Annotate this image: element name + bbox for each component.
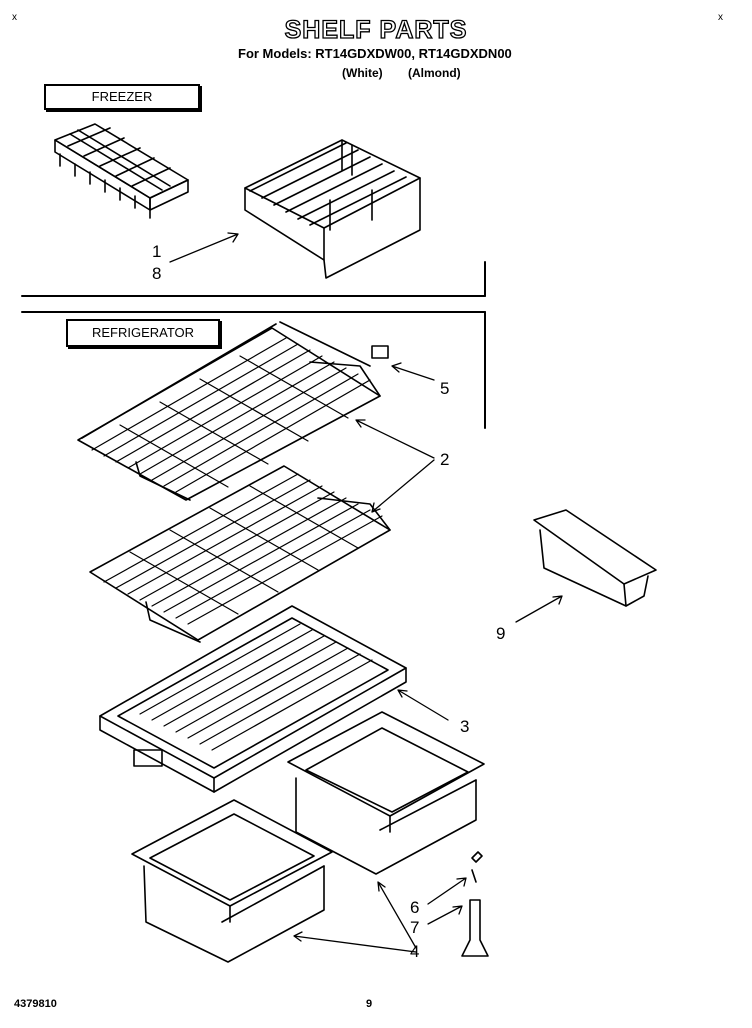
callout-2: 2 [440, 450, 450, 469]
corner-mark-right: x [718, 12, 723, 23]
callout-8: 8 [152, 264, 162, 283]
wire-shelf-lower [89, 465, 391, 643]
part-number: 4379810 [14, 998, 57, 1010]
callout-4: 4 [410, 942, 420, 961]
ice-cube-tray [54, 123, 189, 219]
freezer-label: FREEZER [44, 84, 200, 110]
freezer-wire-shelf [244, 139, 421, 279]
page-title: SHELF PARTS [284, 15, 468, 44]
callout-7: 7 [410, 918, 420, 937]
corner-mark-left: x [12, 12, 17, 23]
callout-6: 6 [410, 898, 420, 917]
shelf-support-parts [461, 851, 489, 957]
refrigerator-label: REFRIGERATOR [66, 319, 220, 347]
callout-3: 3 [460, 717, 470, 736]
callout-9: 9 [496, 624, 506, 643]
models-line: For Models: RT14GDXDW00, RT14GDXDN00 [238, 46, 512, 61]
shelf-stop [371, 345, 389, 359]
callout-5: 5 [440, 379, 450, 398]
crisper-drawer-right [287, 711, 485, 875]
page-number: 9 [366, 998, 373, 1010]
almond-label: (Almond) [408, 66, 461, 80]
freezer-section-frame [21, 261, 486, 297]
crisper-cover-shelf [99, 605, 407, 793]
door-bin [533, 509, 657, 607]
wire-shelf-upper [77, 321, 381, 501]
leader-arrows [169, 232, 563, 953]
crisper-drawer-left [131, 799, 333, 963]
white-label: (White) [342, 66, 383, 80]
callout-1: 1 [152, 242, 162, 261]
refrigerator-section-frame [21, 311, 486, 429]
